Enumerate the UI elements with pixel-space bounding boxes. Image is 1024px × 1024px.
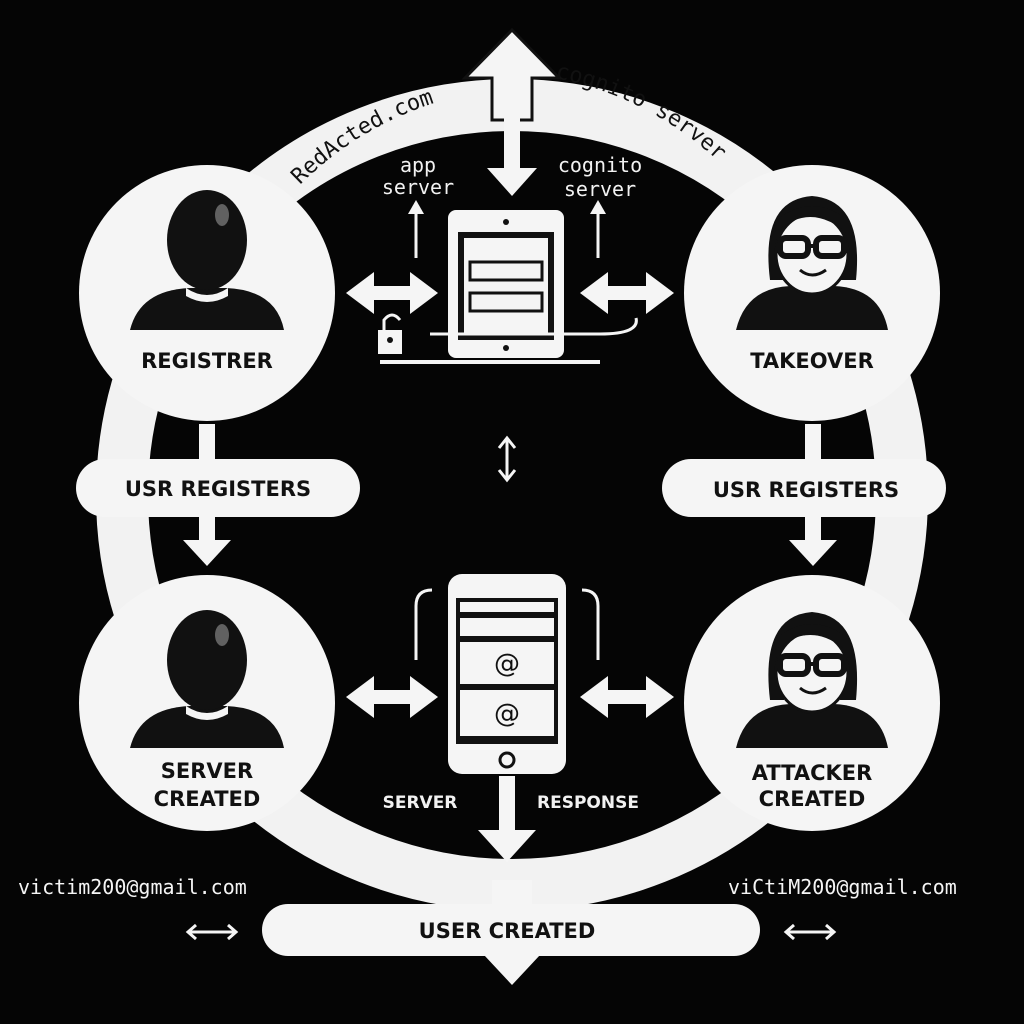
node-server-created-label-line1: SERVER [161, 759, 253, 783]
cognito-server-label-line1: cognito [558, 153, 642, 177]
pill-left-label: USR REGISTERS [125, 477, 311, 501]
node-registrer: REGISTRER [79, 165, 335, 421]
app-server-label-line2: server [382, 175, 454, 199]
caption-server: SERVER [383, 793, 458, 813]
email-left: victim200@gmail.com [18, 875, 247, 899]
pill-left-usr-registers: USR REGISTERS [76, 459, 360, 517]
pill-bottom-label: USER CREATED [419, 919, 596, 943]
top-left-double-arrow [346, 272, 438, 314]
laptop-icon [380, 210, 638, 364]
phone-icon: @ @ [448, 574, 566, 774]
top-right-double-arrow [580, 272, 674, 314]
bottom-left-double-arrow [346, 676, 438, 718]
person-icon [130, 610, 284, 748]
app-server-label-line1: app [400, 153, 436, 177]
person-icon [130, 190, 284, 330]
left-connector-arrow [183, 424, 231, 566]
node-takeover-label: TAKEOVER [750, 349, 874, 373]
cognito-server-up-arrow [590, 200, 606, 258]
phone-field2-at: @ [494, 699, 520, 729]
node-server-created-label-line2: CREATED [154, 787, 261, 811]
email-right: viCtiM200@gmail.com [728, 875, 957, 899]
node-attacker-created: ATTACKER CREATED [684, 575, 940, 831]
attacker-icon [736, 196, 888, 330]
pill-right-usr-registers: USR REGISTERS [662, 459, 946, 517]
phone-bracket-left [414, 588, 433, 660]
center-vertical-double-arrow [497, 435, 517, 483]
right-connector-arrow [789, 424, 837, 566]
phone-field1-at: @ [494, 649, 520, 679]
app-server-up-arrow [408, 200, 424, 258]
node-takeover: TAKEOVER [684, 165, 940, 421]
node-server-created: SERVER CREATED [79, 575, 335, 831]
node-registrer-label: REGISTRER [141, 349, 273, 373]
attacker-icon [736, 612, 888, 748]
node-attacker-created-label-line2: CREATED [759, 787, 866, 811]
padlock-icon [378, 313, 402, 354]
bottom-right-double-arrow [580, 676, 674, 718]
pill-bottom-user-created: USER CREATED [262, 904, 760, 956]
email-left-double-arrow [185, 923, 239, 941]
caption-response: RESPONSE [537, 793, 639, 813]
node-attacker-created-label-line1: ATTACKER [752, 761, 873, 785]
top-down-arrow [487, 110, 537, 196]
pill-right-label: USR REGISTERS [713, 478, 899, 502]
phone-bracket-right [581, 588, 600, 660]
cognito-server-label-line2: server [564, 177, 636, 201]
phone-down-arrow [478, 776, 536, 862]
email-right-double-arrow [783, 923, 837, 941]
